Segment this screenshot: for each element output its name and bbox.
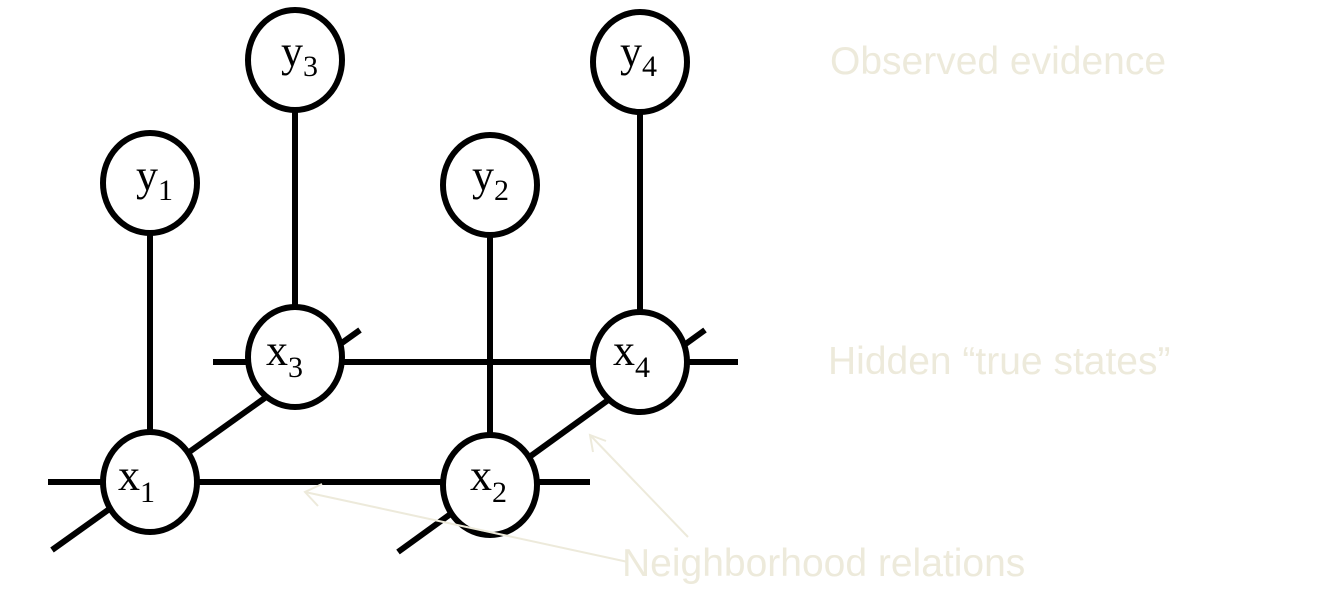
- label-x1: x1: [118, 451, 155, 509]
- arrow-to-horizontal-edge: [304, 491, 629, 563]
- node-y4: [590, 9, 690, 115]
- graph-nodes: [100, 7, 690, 538]
- annotation-hidden-states: Hidden “true states”: [828, 340, 1171, 383]
- label-y3: y3: [281, 27, 318, 83]
- arrow-to-diagonal-edge: [589, 434, 689, 538]
- arrowhead-icon: [303, 483, 323, 507]
- node-y3: [245, 7, 345, 113]
- node-x3: [245, 304, 345, 410]
- node-x2: [440, 432, 540, 538]
- node-y2: [440, 132, 540, 238]
- node-labels: y1 y3 y2 y4 x1 x3 x2 x4: [118, 27, 657, 509]
- annotation-arrows: [303, 433, 689, 563]
- annotation-neighborhood-relations: Neighborhood relations: [622, 542, 1026, 585]
- label-x4: x4: [613, 326, 650, 384]
- arrowhead-icon: [588, 433, 607, 453]
- node-y1: [100, 130, 200, 236]
- annotation-observed-evidence: Observed evidence: [830, 40, 1167, 83]
- label-x3: x3: [266, 326, 303, 384]
- node-x1: [100, 429, 200, 535]
- label-y1: y1: [136, 151, 173, 207]
- node-x4: [590, 309, 690, 415]
- label-x2: x2: [470, 451, 507, 509]
- label-y4: y4: [620, 27, 657, 83]
- label-y2: y2: [472, 151, 509, 207]
